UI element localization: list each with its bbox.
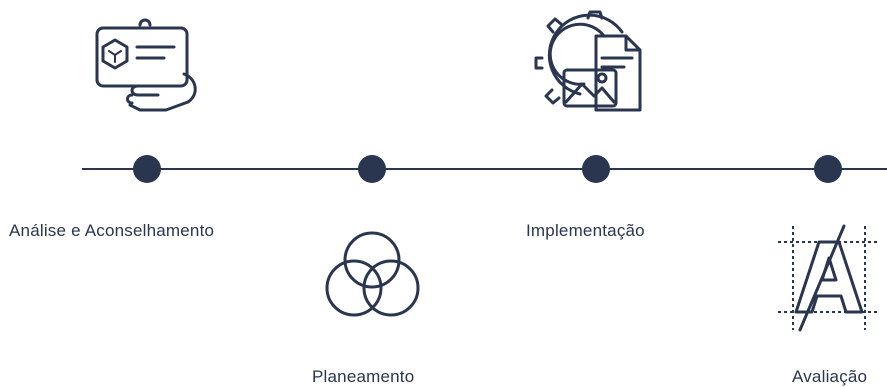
- letter-a-guidelines-icon: [774, 222, 884, 334]
- timeline-node-planeamento: [358, 155, 386, 183]
- timeline-line: [82, 168, 887, 170]
- stage-label-planeamento: Planeamento: [312, 367, 415, 386]
- certificate-handshake-icon: [92, 14, 202, 114]
- timeline-node-analise: [133, 155, 161, 183]
- timeline-node-implementacao: [582, 155, 610, 183]
- timeline-node-avaliacao: [814, 155, 842, 183]
- stage-label-analise: Análise e Aconselhamento: [9, 221, 215, 240]
- stage-label-implementacao: Implementação: [526, 221, 645, 240]
- stage-label-avaliacao: Avaliação: [792, 367, 868, 386]
- overlapping-circles-icon: [318, 226, 428, 326]
- gear-document-image-icon: [534, 10, 648, 114]
